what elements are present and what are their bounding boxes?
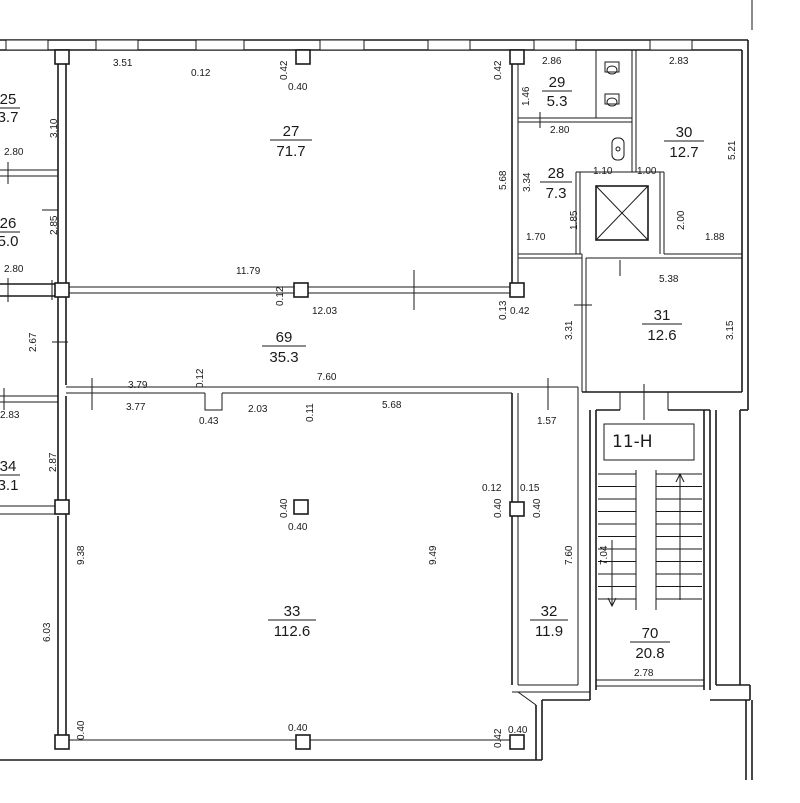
room-number: 27: [283, 123, 300, 140]
dimension-label: 0.40: [279, 498, 290, 518]
room-number: 70: [642, 625, 659, 642]
dimension-label: 7.04: [599, 545, 610, 565]
room-area: 112.6: [274, 623, 310, 640]
dimension-label: 3.15: [725, 320, 736, 340]
room-area: 11.9: [535, 623, 563, 640]
dimension-label: 2.83: [0, 410, 20, 421]
dimension-label: 7.60: [564, 545, 575, 565]
door-ticks: [3, 112, 645, 420]
walls: [0, 0, 753, 780]
dimension-label: 2.85: [49, 215, 60, 235]
dimension-label: 9.49: [428, 545, 439, 565]
room-area: 12.6: [647, 327, 676, 344]
room-area: 3.1: [0, 477, 18, 494]
dimension-label: 0.40: [288, 723, 308, 734]
dimension-label: 2.80: [550, 125, 570, 136]
room-area: 5.0: [0, 233, 18, 250]
dimension-label: 2.03: [248, 404, 268, 415]
dimension-label: 3.51: [113, 58, 133, 69]
dimension-label: 5.21: [727, 140, 738, 160]
room-area: 3.7: [0, 109, 18, 126]
room-number: 31: [654, 307, 671, 324]
dimension-label: 1.10: [593, 166, 613, 177]
dimension-label: 0.42: [493, 728, 504, 748]
windows: [5, 39, 693, 51]
dimension-label: 2.80: [4, 264, 24, 275]
dimension-label: 2.78: [634, 668, 654, 679]
dimension-label: 2.83: [669, 56, 689, 67]
sink-icon: [611, 137, 625, 161]
dimension-label: 7.60: [317, 372, 337, 383]
dimension-label: 5.38: [659, 274, 679, 285]
stair-arrow-down-icon: [607, 540, 617, 608]
stair-arrow-up-icon: [675, 472, 685, 600]
room-number: 69: [276, 329, 293, 346]
stair-label: 11-Н: [612, 432, 653, 452]
room-labels: 25 3.7 26 5.0 27 71.7 28 7.3 29 5.3 30 1…: [0, 74, 704, 662]
dimension-label: 0.42: [493, 60, 504, 80]
columns: [54, 49, 525, 750]
room-area: 7.3: [546, 185, 567, 202]
dimension-label: 0.12: [195, 368, 206, 388]
room-number: 32: [541, 603, 558, 620]
room-number: 33: [284, 603, 301, 620]
room-area: 12.7: [669, 144, 698, 161]
dimension-label: 0.12: [191, 68, 211, 79]
dimension-labels: 3.51 0.12 0.42 0.40 0.42 2.86 2.83 1.46 …: [0, 56, 738, 748]
dimension-label: 3.79: [128, 380, 148, 391]
dimension-label: 11.79: [236, 266, 261, 277]
room-number: 30: [676, 124, 693, 141]
dimension-label: 0.40: [76, 720, 87, 740]
dimension-label: 3.34: [522, 172, 533, 192]
dimension-label: 3.77: [126, 402, 146, 413]
dimension-label: 0.43: [199, 416, 219, 427]
dimension-label: 1.00: [637, 166, 657, 177]
staircase: [598, 470, 702, 610]
dimension-label: 3.10: [49, 118, 60, 138]
dimension-label: 0.40: [493, 498, 504, 518]
dimension-label: 0.12: [275, 286, 286, 306]
dimension-label: 6.03: [42, 622, 53, 642]
room-area: 35.3: [269, 349, 298, 366]
dimension-label: 1.70: [526, 232, 546, 243]
dimension-label: 0.42: [279, 60, 290, 80]
room-number: 29: [549, 74, 566, 91]
dimension-label: 0.40: [288, 522, 308, 533]
elevator-icon: [595, 185, 649, 241]
dimension-label: 0.40: [532, 498, 543, 518]
dimension-label: 3.31: [564, 320, 575, 340]
dimension-label: 2.80: [4, 147, 24, 158]
dimension-label: 2.00: [676, 210, 687, 230]
dimension-label: 0.12: [482, 483, 502, 494]
dimension-label: 1.46: [521, 86, 532, 106]
dimension-label: 2.86: [542, 56, 562, 67]
room-area: 20.8: [635, 645, 664, 662]
dimension-label: 0.11: [305, 403, 316, 422]
dimension-label: 0.40: [288, 82, 308, 93]
dimension-label: 12.03: [312, 306, 337, 317]
dimension-label: 5.68: [382, 400, 402, 411]
toilet-icon: [604, 61, 620, 107]
dimension-label: 5.68: [498, 170, 509, 190]
room-number: 26: [0, 215, 16, 232]
room-number: 28: [548, 165, 565, 182]
room-area: 5.3: [547, 93, 568, 110]
room-area: 71.7: [276, 143, 305, 160]
room-number: 34: [0, 458, 16, 475]
dimension-label: 1.57: [537, 416, 557, 427]
dimension-label: 1.85: [569, 210, 580, 230]
dimension-label: 0.13: [498, 300, 509, 320]
dimension-label: 0.15: [520, 483, 540, 494]
dimension-label: 9.38: [76, 545, 87, 565]
dimension-label: 1.88: [705, 232, 725, 243]
room-number: 25: [0, 91, 16, 108]
stair-label-frame: [603, 423, 695, 461]
dimension-label: 0.42: [510, 306, 530, 317]
dimension-label: 2.67: [28, 332, 39, 352]
dimension-label: 2.87: [48, 452, 59, 472]
dimension-label: 0.40: [508, 725, 528, 736]
